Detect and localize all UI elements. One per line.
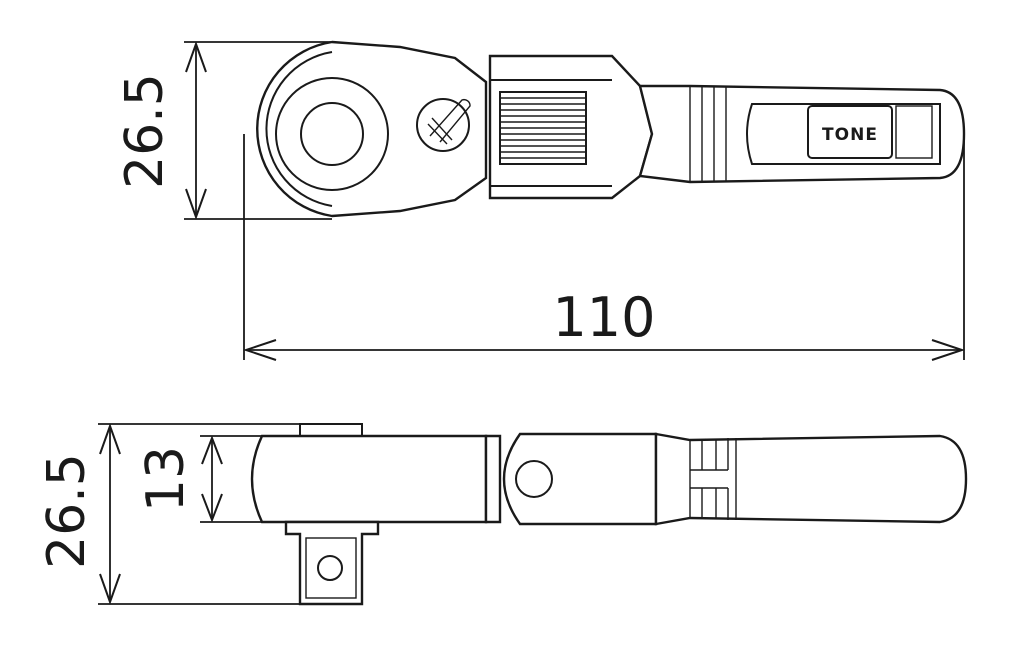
- dimension-length: [242, 134, 966, 361]
- side-head: [250, 423, 488, 524]
- side-handle: [654, 432, 968, 526]
- handle: [638, 84, 966, 184]
- knurled-roller: [499, 91, 587, 165]
- ratchet-head-outline: [256, 40, 488, 218]
- drive-circle-inner: [300, 102, 364, 166]
- dimension-head-thickness: [200, 435, 262, 523]
- neck-housing: [488, 54, 654, 200]
- hinge: [484, 432, 658, 526]
- dimension-height-top-label: 26.5: [115, 73, 175, 189]
- dimension-height-side: [98, 423, 300, 605]
- dimension-head-thickness-label: 13: [136, 446, 196, 512]
- dimension-height-top: [184, 41, 332, 220]
- top-view: TONE 26.5 110: [115, 40, 966, 361]
- square-drive: [284, 520, 380, 606]
- dimension-length-label: 110: [552, 286, 655, 349]
- brand-label: TONE: [822, 125, 878, 145]
- side-view: 26.5 13: [37, 423, 968, 606]
- drive-circle-outer: [275, 77, 389, 191]
- direction-lever: [416, 98, 471, 152]
- dimension-height-side-label: 26.5: [37, 453, 97, 569]
